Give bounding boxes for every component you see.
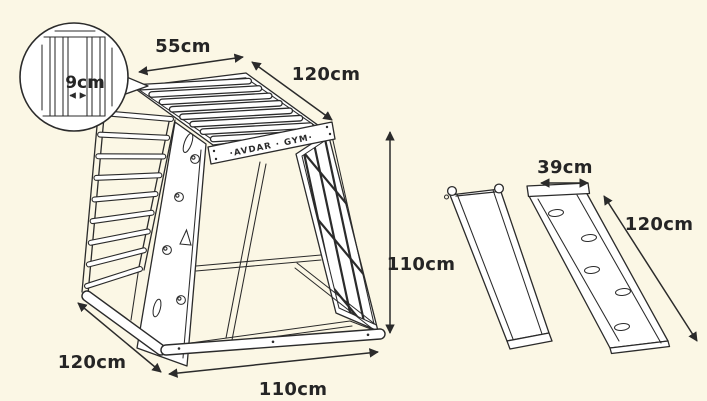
dim-top-length-label: 120cm: [292, 64, 361, 85]
detail-callout-circle: [19, 22, 129, 132]
dim-slide-width-label: 39cm: [537, 157, 593, 178]
climbing-ramp-board: [526, 182, 671, 355]
dim-top-width-label: 55cm: [155, 36, 211, 57]
hand-slot-top: [182, 132, 194, 154]
net-panel: [294, 132, 379, 332]
dim-base-length-arrow: [168, 348, 379, 378]
slide-board: [443, 183, 553, 350]
dim-base-depth-arrow: [77, 302, 162, 373]
dim-top-length-arrow: [251, 61, 333, 121]
callout-bars: [41, 30, 113, 117]
dim-slide-length-label: 120cm: [625, 214, 694, 235]
dimension-annotations: 55cm 120cm 110cm 120cm 110cm 39cm 120cm: [58, 36, 698, 400]
slide-rail-cap-right: [493, 183, 505, 194]
ramp-top-cap: [526, 182, 591, 198]
callout-gap-label: 9cm: [65, 73, 105, 93]
slide-rail-cap-left: [446, 185, 458, 197]
climbing-frame-drawing: ·AVDAR · GYM·: [81, 72, 386, 367]
dim-slide-length-arrow: [603, 195, 698, 342]
dim-height-label: 110cm: [387, 254, 456, 275]
rock-holds: [162, 154, 200, 305]
detail-callout: 9cm: [19, 22, 149, 132]
dim-top-width-arrow: [138, 53, 244, 76]
slide-hook: [443, 194, 450, 200]
dim-base-depth-label: 120cm: [58, 352, 127, 373]
dim-base-length-label: 110cm: [259, 379, 328, 400]
triangle-hold: [179, 228, 192, 246]
